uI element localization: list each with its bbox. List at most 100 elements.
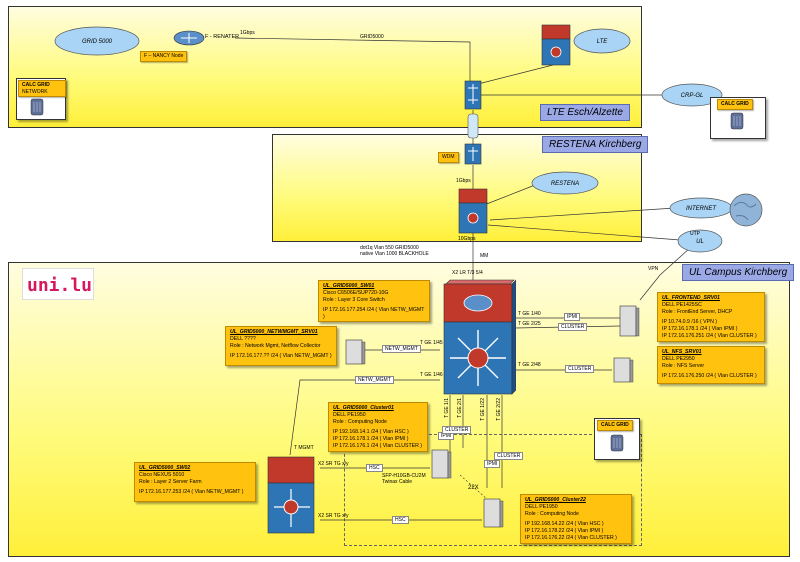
- link-x2sr2: X2 SR TG x/y: [318, 513, 349, 519]
- link-tge-c: T GE 1/22: [480, 398, 486, 421]
- gbps10-label: 10Gbps: [458, 236, 476, 242]
- sw02-title: UL_GRID5000_SW02: [139, 465, 191, 471]
- sw02-switch-icon: [267, 456, 315, 534]
- link-ipmi3: IPMI: [484, 460, 501, 468]
- sw01-line2: Role : Layer 3 Core Switch: [323, 297, 385, 304]
- sw02-info: UL_GRID5000_SW02 Cisco NEXUS 5010 Role :…: [134, 462, 256, 502]
- cloud-grid5000-label: GRID 5000: [82, 39, 113, 45]
- frontend-ip1: IP 10.74.0.9 /16 ( VPN ): [662, 319, 717, 326]
- gbps1-label: 1Gbps: [240, 30, 255, 36]
- netwmgmt-server-icon: [345, 339, 366, 365]
- link-hsc1: HSC: [366, 464, 383, 472]
- link-restena-router-restena-cloud: [483, 184, 536, 206]
- link-cluster3: CLUSTER: [442, 426, 472, 434]
- link-tge248: T GE 2/48: [518, 362, 541, 368]
- cluster01-title: UL_GRID5000_Cluster01: [333, 405, 394, 411]
- cloud-ul-label: UL: [696, 239, 704, 245]
- dot1q-label: dot1q Vlan 550 GRID5000 native Vlan 1000…: [360, 245, 429, 258]
- cloud-lte-label: LTE: [597, 39, 609, 45]
- netwmgmt-line2: Role : Network Mgmt, Netflow Collector: [230, 343, 321, 350]
- link-netw-mgmt1: NETW_MGMT: [382, 345, 421, 353]
- link-renater-wdm: [234, 37, 471, 85]
- calc-grid-network-tag: CALC GRID NETWORK: [18, 80, 66, 97]
- frontend-title: UL_FRONTEND_SRV01: [662, 295, 720, 301]
- lte-zone-title: LTE Esch/Alzette: [540, 104, 630, 121]
- grid5000-zone: [8, 6, 642, 128]
- nfs-line1: DELL PE2950: [662, 356, 695, 363]
- cluster01-line2: Role : Computing Node: [333, 419, 387, 426]
- cluster22-info: UL_GRID5000_Cluster22 DELL PE1950 Role :…: [520, 494, 632, 544]
- link-tge-b: T GE 2/1: [457, 398, 463, 418]
- fiber-connector-icon: [467, 113, 479, 139]
- frontend-ip3: IP 172.16.176.251 /24 ( Vlan CLUSTER ): [662, 333, 757, 340]
- cloud-grid5000: GRID 5000: [54, 26, 140, 56]
- link-cluster4: CLUSTER: [494, 452, 524, 460]
- cluster22-ip3: IP 172.16.176.22 /24 ( Vlan CLUSTER ): [525, 535, 617, 542]
- link-ul-frontend: [639, 247, 691, 301]
- sw01-info: UL_GRID5000_SW01 Cisco C6506E/SUP720-10G…: [318, 280, 430, 322]
- cluster01-line1: DELL PE1950: [333, 412, 366, 419]
- frontend-line1: DELL PE1425SC: [662, 302, 702, 309]
- link-tge225: T GE 2/25: [518, 321, 541, 327]
- cluster01-server-icon: [431, 449, 452, 479]
- link-hsc2: HSC: [392, 516, 409, 524]
- calc-grid-dashed-area: [344, 434, 642, 546]
- wdm-top-icon: [464, 80, 482, 110]
- cloud-restena-label: RESTENA: [551, 181, 579, 187]
- cloud-internet-label: INTERNET: [686, 206, 717, 212]
- nfs-info: UL_NFS_SRV01 DELL PE2950 Role : NFS Serv…: [657, 346, 765, 384]
- x2lr-label: X2 LR T/3 5/4: [452, 270, 483, 276]
- nancy-node-tag: F – NANCY Node: [140, 51, 188, 62]
- uni-lu-logo: uni.lu: [22, 268, 94, 300]
- netwmgmt-line1: DELL ????: [230, 336, 256, 343]
- cloud-lte: LTE: [573, 28, 631, 54]
- link-restena-router-ul: [487, 224, 681, 241]
- link-tmgmt: T MGMT: [294, 445, 314, 451]
- cluster22-ip2: IP 172.16.178.22 /24 ( Vlan IPMI ): [525, 528, 604, 535]
- link-x2sr1: X2 SR TG x/y: [318, 461, 349, 467]
- wdm-tag: WDM: [438, 152, 459, 163]
- link-22x: 22X: [468, 485, 479, 491]
- nfs-server-icon: [613, 357, 634, 383]
- link-wdm-lte: [473, 64, 554, 86]
- sw02-line2: Role : Layer 2 Server Farm: [139, 479, 202, 486]
- cloud-crpgl: CRP-GL: [661, 83, 723, 107]
- link-restena-router-internet: [489, 207, 676, 221]
- cluster01-info: UL_GRID5000_Cluster01 DELL PE1950 Role :…: [328, 402, 428, 452]
- sw02-line1: Cisco NEXUS 5010: [139, 472, 185, 479]
- cluster01-ip2: IP 172.16.178.1 /24 ( Vlan IPMI ): [333, 436, 409, 443]
- calc-grid-sub: NETWORK: [22, 88, 48, 95]
- utp-label: UTP: [690, 231, 700, 237]
- cluster22-server-icon: [483, 498, 504, 528]
- frontend-ip2: IP 172.16.178.1 /24 ( Vlan IPMI ): [662, 326, 738, 333]
- link-cluster1: CLUSTER: [558, 323, 588, 331]
- lte-switch-icon: [541, 24, 571, 66]
- restena-switch-icon: [458, 188, 488, 234]
- gbps1b-label: 1Gbps: [456, 178, 471, 184]
- mm-label: MM: [480, 253, 489, 259]
- frontend-server-icon: [619, 305, 640, 337]
- calc-grid-title: CALC GRID: [22, 82, 50, 88]
- grid5000-link-label: GRID5000: [360, 34, 384, 40]
- netwmgmt-info: UL_GRID5000_NETWMGMT_SRV01 DELL ???? Rol…: [225, 326, 337, 366]
- sw02-ip: IP 172.16.177.253 /24 ( Vlan NETW_MGMT ): [139, 489, 244, 496]
- cloud-ul: UL: [677, 229, 723, 253]
- link-tge146: T GE 1/46: [420, 372, 443, 378]
- globe-icon: [729, 193, 763, 227]
- server-rack-center-icon: [610, 434, 624, 452]
- cloud-restena: RESTENA: [531, 171, 599, 195]
- calc-grid-center-tag: CALC GRID: [597, 420, 633, 431]
- cluster22-title: UL_GRID5000_Cluster22: [525, 497, 586, 503]
- wdm-restena-icon: [464, 143, 482, 165]
- sw01-title: UL_GRID5000_SW01: [323, 283, 375, 289]
- restena-zone-title: RESTENA Kirchberg: [542, 136, 649, 153]
- core-switch-icon: [443, 279, 516, 395]
- netwmgmt-title: UL_GRID5000_NETWMGMT_SRV01: [230, 329, 318, 335]
- cluster01-ip3: IP 172.16.176.1 /24 ( Vlan CLUSTER ): [333, 443, 423, 450]
- cloud-crpgl-label: CRP-GL: [681, 93, 704, 99]
- frontend-info: UL_FRONTEND_SRV01 DELL PE1425SC Role : F…: [657, 292, 765, 342]
- cluster01-ip1: IP 192.168.14.1 /24 ( Vlan HSC ): [333, 429, 409, 436]
- server-rack-right-icon: [730, 112, 744, 130]
- cluster22-line1: DELL PE1950: [525, 504, 558, 511]
- sw01-ip: IP 172.16.177.254 /24 ( Vlan NETW_MGMT ): [323, 307, 425, 321]
